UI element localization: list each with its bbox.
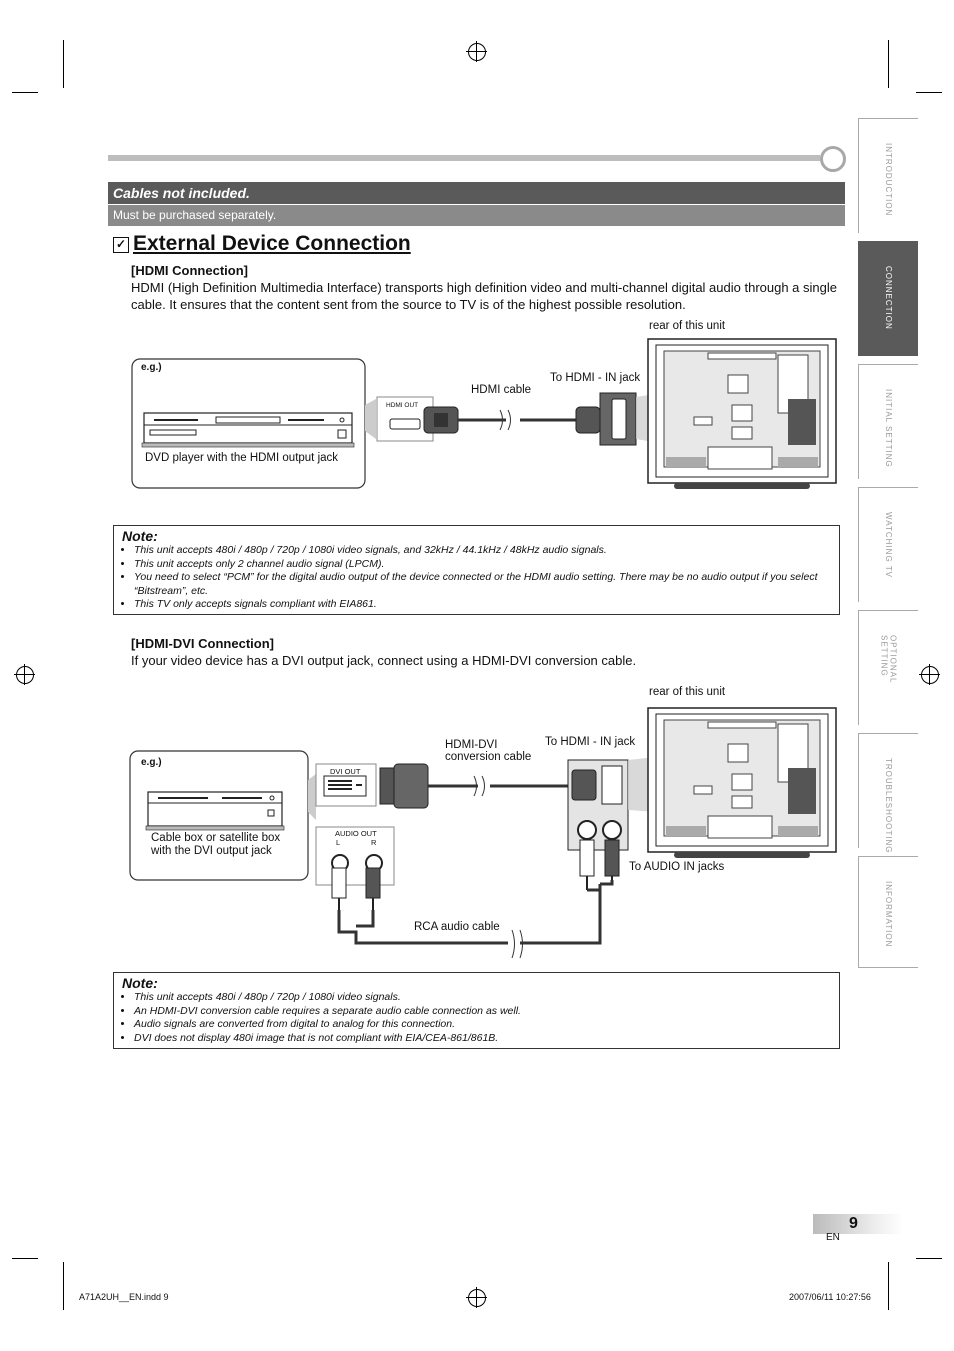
audio-out-r-label: R (371, 838, 377, 847)
side-tab-optional-setting[interactable]: OPTIONAL SETTING (858, 610, 918, 725)
header-rule (108, 155, 820, 161)
hdmi-eg-label: e.g.) (141, 362, 162, 373)
dvi-cable-label-2: conversion cable (445, 751, 532, 763)
header-circle (820, 146, 846, 172)
note-title: Note: (122, 528, 158, 544)
side-tab-label: CONNECTION (884, 266, 893, 330)
crop-mark (12, 92, 38, 93)
crop-mark (12, 1258, 38, 1259)
note-item: An HDMI-DVI conversion cable requires a … (134, 1005, 831, 1019)
hdmi-diagram (131, 338, 837, 489)
hdmi-to-jack-label: To HDMI - IN jack (550, 372, 641, 384)
hdmi-description: HDMI (High Definition Multimedia Interfa… (131, 280, 837, 312)
cables-subtitle: Must be purchased separately. (108, 205, 845, 226)
registration-mark-icon (14, 664, 35, 685)
side-tab-initial-setting[interactable]: INITIAL SETTING (858, 364, 918, 479)
hdmi-rear-label: rear of this unit (649, 320, 726, 332)
hdmi-heading: [HDMI Connection] (131, 263, 248, 278)
rca-cable-label: RCA audio cable (414, 921, 500, 933)
dvi-eg-label: e.g.) (141, 757, 162, 768)
dvi-description: If your video device has a DVI output ja… (131, 653, 637, 668)
dvi-rear-label: rear of this unit (649, 686, 726, 698)
note-item: DVI does not display 480i image that is … (134, 1032, 831, 1046)
side-tab-troubleshooting[interactable]: TROUBLESHOOTING (858, 733, 918, 854)
dvi-to-jack-label: To HDMI - IN jack (545, 736, 636, 748)
dvi-out-port-label: DVI OUT (330, 767, 361, 776)
side-tab-connection[interactable]: CONNECTION (858, 241, 918, 356)
footer-date: 2007/06/11 10:27:56 (789, 1292, 871, 1302)
audio-out-l-label: L (336, 838, 341, 847)
cable-box-label-2: with the DVI output jack (151, 845, 272, 857)
side-tab-label: INITIAL SETTING (884, 389, 893, 468)
dvi-heading: [HDMI-DVI Connection] (131, 636, 274, 651)
section-title-text: External Device Connection (133, 232, 411, 255)
crop-mark (63, 1262, 64, 1310)
registration-mark-icon (919, 664, 940, 685)
crop-mark (916, 92, 942, 93)
side-tab-information[interactable]: INFORMATION (858, 856, 918, 968)
side-tab-label: WATCHING TV (884, 512, 893, 578)
note-item: This TV only accepts signals compliant w… (134, 598, 831, 612)
note-list: This unit accepts 480i / 480p / 720p / 1… (122, 991, 831, 1045)
side-tab-label: OPTIONAL SETTING (879, 635, 898, 684)
audio-out-port-label: AUDIO OUT (335, 829, 377, 838)
registration-mark-icon (466, 41, 487, 62)
registration-mark-icon (466, 1287, 487, 1308)
hdmi-out-port-label: HDMI OUT (386, 402, 419, 409)
side-tab-label: INTRODUCTION (884, 143, 893, 217)
side-tab-introduction[interactable]: INTRODUCTION (858, 118, 918, 233)
side-tab-label: INFORMATION (884, 881, 893, 948)
note-item: This unit accepts only 2 channel audio s… (134, 558, 831, 572)
note-list: This unit accepts 480i / 480p / 720p / 1… (122, 544, 831, 612)
page-number: 9 (813, 1214, 903, 1234)
hdmi-cable-label: HDMI cable (471, 384, 532, 396)
section-title: ✓External Device Connection (113, 232, 411, 256)
note-item: This unit accepts 480i / 480p / 720p / 1… (134, 544, 831, 558)
crop-mark (888, 40, 889, 88)
crop-mark (916, 1258, 942, 1259)
cables-banner: Cables not included. (108, 182, 845, 204)
dvi-diagram (129, 707, 837, 959)
note-box-dvi: Note: This unit accepts 480i / 480p / 72… (113, 972, 840, 1049)
page-language: EN (826, 1232, 840, 1243)
note-title: Note: (122, 975, 158, 991)
side-tab-label: TROUBLESHOOTING (884, 758, 893, 854)
note-box-hdmi: Note: This unit accepts 480i / 480p / 72… (113, 525, 840, 615)
note-item: This unit accepts 480i / 480p / 720p / 1… (134, 991, 831, 1005)
crop-mark (888, 1262, 889, 1310)
crop-mark (63, 40, 64, 88)
dvi-cable-label-1: HDMI-DVI (445, 739, 498, 751)
dvd-player-label: DVD player with the HDMI output jack (145, 452, 339, 464)
footer-file: A71A2UH__EN.indd 9 (79, 1292, 169, 1302)
cable-box-label-1: Cable box or satellite box (151, 832, 281, 844)
checkbox-icon: ✓ (113, 237, 129, 253)
audio-in-label: To AUDIO IN jacks (629, 861, 725, 873)
note-item: You need to select “PCM” for the digital… (134, 571, 831, 598)
side-tab-watching-tv[interactable]: WATCHING TV (858, 487, 918, 602)
note-item: Audio signals are converted from digital… (134, 1018, 831, 1032)
